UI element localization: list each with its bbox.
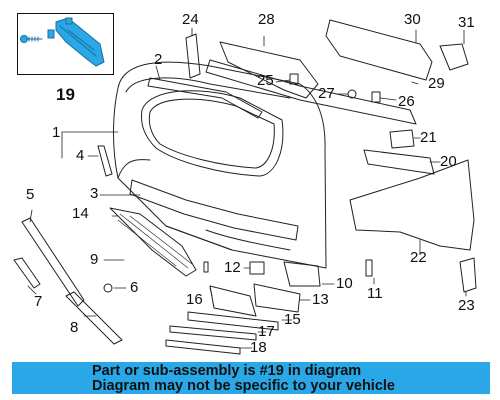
callout-9: 9 — [90, 251, 99, 268]
callout-11: 11 — [367, 285, 383, 302]
part-25-clip — [289, 73, 299, 85]
part-7-strip — [13, 257, 41, 289]
callout-3: 3 — [90, 185, 99, 202]
part-6-clip — [103, 283, 113, 293]
part-20-bracket — [363, 149, 435, 175]
lower-bumper-opening — [129, 179, 299, 241]
part-14-hatch — [117, 213, 193, 269]
callout-7: 7 — [34, 293, 43, 310]
callout-2: 2 — [154, 51, 163, 68]
callout-12: 12 — [224, 259, 241, 276]
part-12-screw — [203, 261, 209, 273]
callout-18: 18 — [250, 339, 267, 356]
bumper-cover — [113, 61, 327, 269]
callout-31: 31 — [458, 14, 475, 31]
part-8-strip — [65, 291, 123, 345]
notice-line-2: Diagram may not be specific to your vehi… — [92, 378, 395, 394]
part-12-sensor — [249, 261, 265, 275]
callout-4: 4 — [76, 147, 85, 164]
part-29-bar — [205, 59, 417, 125]
part-14-grille — [109, 207, 197, 277]
part-18-trim — [165, 339, 241, 355]
notice-banner: Part or sub-assembly is #19 in diagram D… — [12, 362, 490, 394]
callout-21: 21 — [420, 129, 437, 146]
callout-1: 1 — [52, 124, 61, 141]
callout-30: 30 — [404, 11, 421, 28]
callout-28: 28 — [258, 11, 275, 28]
callout-20: 20 — [440, 153, 457, 170]
inset-frame — [17, 13, 114, 75]
callout-29: 29 — [428, 75, 445, 92]
callout-13: 13 — [312, 291, 329, 308]
callout-14: 14 — [72, 205, 89, 222]
part-10-cover — [283, 261, 321, 287]
part-23-bracket — [459, 257, 477, 293]
callout-10: 10 — [336, 275, 353, 292]
callout-17: 17 — [258, 323, 275, 340]
part-28-reinforcement — [219, 41, 319, 99]
part-17-trim — [169, 325, 257, 341]
part-19-screw — [20, 35, 43, 43]
part-13-cover — [253, 283, 301, 313]
part-11-pin — [365, 259, 373, 277]
callout-8: 8 — [70, 319, 79, 336]
part-24-bracket — [185, 33, 201, 79]
part-26-clip — [371, 91, 381, 103]
callout-5: 5 — [26, 186, 35, 203]
inset-label: 19 — [56, 85, 75, 104]
part-5-strip — [21, 217, 85, 307]
part-19-bracket — [47, 17, 105, 67]
part-27-screw — [347, 89, 357, 99]
callout-24: 24 — [182, 11, 199, 28]
callout-25: 25 — [257, 72, 274, 89]
part-30-absorber — [325, 19, 433, 81]
callout-27: 27 — [318, 85, 335, 102]
notice-line-1: Part or sub-assembly is #19 in diagram — [92, 363, 362, 379]
part-2-strip — [147, 77, 263, 119]
callout-26: 26 — [398, 93, 415, 110]
grille-opening — [141, 90, 284, 177]
part-15-strip — [187, 311, 279, 331]
part-22-side-support — [349, 159, 475, 251]
callout-15: 15 — [284, 311, 301, 328]
part-31-bracket — [439, 43, 469, 71]
callout-16: 16 — [186, 291, 203, 308]
callout-23: 23 — [458, 297, 475, 314]
callout-6: 6 — [130, 279, 139, 296]
callout-22: 22 — [410, 249, 427, 266]
part-16-grille — [209, 285, 257, 317]
part-4-bracket — [97, 145, 113, 177]
leader-lines — [27, 27, 467, 349]
part-21-bracket — [389, 129, 415, 149]
